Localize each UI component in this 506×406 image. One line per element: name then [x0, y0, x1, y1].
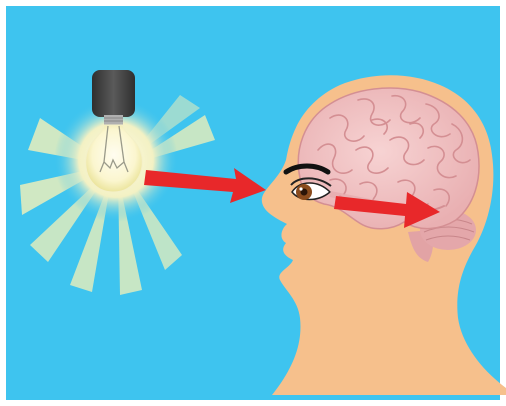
- bulb-threads: [104, 115, 123, 125]
- bulb-cap: [92, 70, 135, 117]
